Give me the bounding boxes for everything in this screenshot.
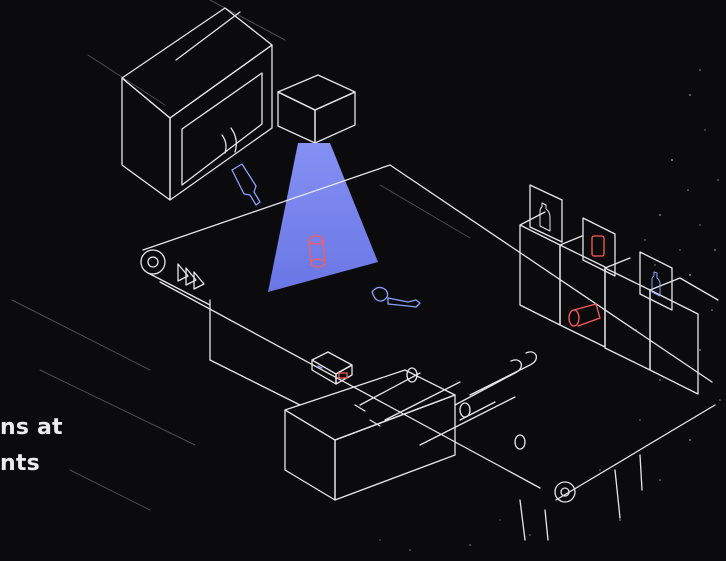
bin-card-can bbox=[583, 218, 615, 276]
air-jet-icon bbox=[455, 352, 536, 420]
fast-forward-icon bbox=[178, 264, 204, 289]
scanner-camera bbox=[278, 75, 355, 143]
caption-text: ns at nts bbox=[0, 410, 63, 482]
conveyor-belt bbox=[141, 165, 715, 540]
bin-card-bottle-small bbox=[640, 252, 672, 310]
caption-line-2: nts bbox=[0, 446, 63, 482]
ejector-assembly bbox=[285, 368, 525, 500]
bin-card-bottle bbox=[530, 185, 562, 242]
bottle-tilted-icon bbox=[232, 164, 260, 205]
caption-line-1: ns at bbox=[0, 410, 63, 446]
monitor bbox=[122, 8, 272, 200]
perspective-lines bbox=[12, 0, 470, 510]
crushed-bottle-icon bbox=[372, 287, 420, 307]
scan-beam bbox=[268, 143, 378, 292]
can-falling-icon bbox=[569, 304, 600, 326]
particle-wave bbox=[379, 69, 720, 551]
